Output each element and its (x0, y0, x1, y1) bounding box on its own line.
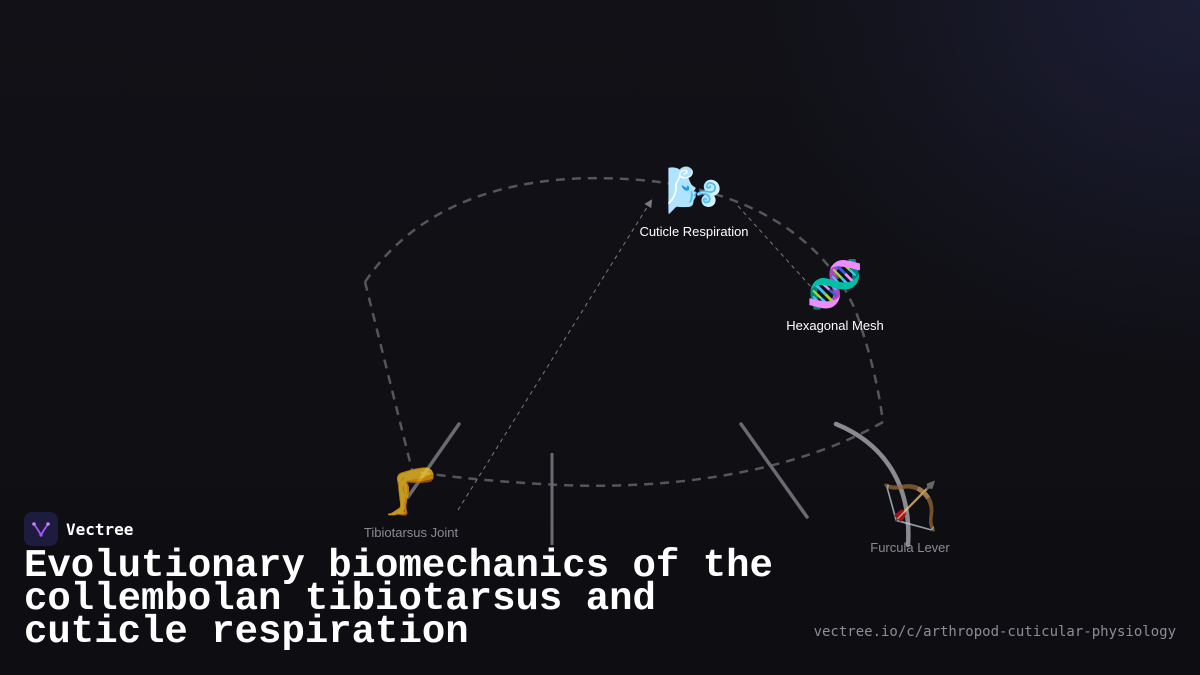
edge-respiration-to-mesh (737, 205, 813, 289)
node-label: Furcula Lever (870, 540, 950, 555)
loop-arc-bottom (414, 420, 884, 487)
node-tibiotarsus-joint[interactable]: 🦵 Tibiotarsus Joint (331, 465, 491, 540)
node-cuticle-respiration[interactable]: 🌬️ Cuticle Respiration (614, 164, 774, 239)
loop-arc-top (363, 176, 885, 423)
node-label: Tibiotarsus Joint (363, 525, 459, 540)
leg-icon: 🦵 (382, 465, 440, 517)
node-furcula-lever[interactable]: 🏹 Furcula Lever (830, 480, 990, 555)
loop-arc-left (363, 281, 414, 471)
edge-tibiotarsus-to-respiration (457, 199, 653, 511)
brand-name: Vectree (66, 519, 134, 539)
dna-icon: 🧬 (806, 258, 864, 310)
brand[interactable]: Vectree (24, 512, 133, 546)
page-title: Evolutionary biomechanics of the collemb… (24, 544, 773, 654)
node-label: Cuticle Respiration (639, 224, 749, 239)
wind-face-icon: 🌬️ (665, 164, 723, 216)
node-hexagonal-mesh[interactable]: 🧬 Hexagonal Mesh (755, 258, 915, 333)
vectree-logo-icon (24, 512, 58, 546)
page-url[interactable]: vectree.io/c/arthropod-cuticular-physiol… (813, 624, 1176, 640)
stroke-furcula-arc (833, 421, 911, 548)
stroke-tibiotarsus (406, 422, 461, 499)
bow-and-arrow-icon: 🏹 (881, 480, 939, 532)
bottom-gradient-overlay (0, 475, 1200, 675)
node-label: Hexagonal Mesh (786, 318, 884, 333)
stroke-furcula-diagonal (739, 422, 809, 519)
